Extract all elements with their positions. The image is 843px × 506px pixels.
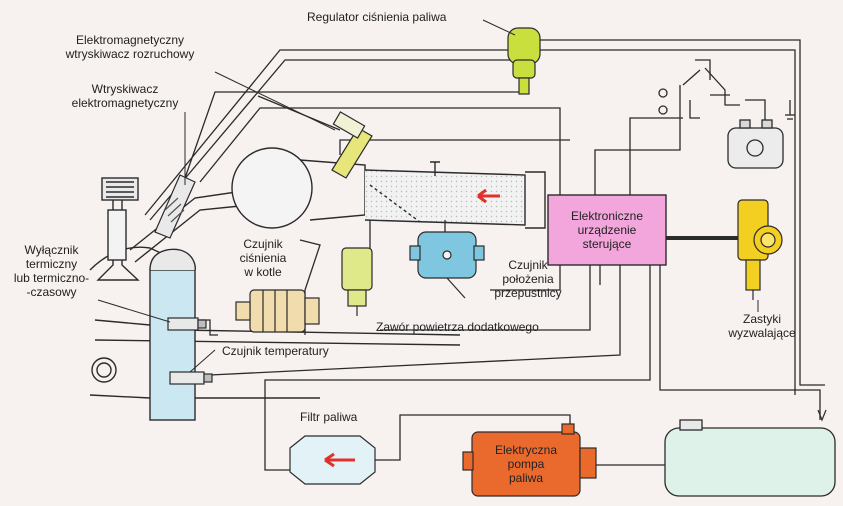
label-ecu: Elektroniczne urządzenie sterujące bbox=[570, 209, 644, 251]
ecu-box bbox=[547, 194, 667, 266]
regulator-leader bbox=[482, 19, 516, 36]
label-throttle-position-sensor: Czujnik położenia przepustnicy bbox=[494, 258, 562, 300]
throttle-body bbox=[364, 169, 526, 226]
temp-sensor-leader bbox=[189, 349, 216, 373]
cold-start-injector bbox=[331, 111, 373, 179]
tank-return-arrow bbox=[817, 409, 827, 422]
label-thermo-time-switch: Wyłącznik termiczny lub termiczno- -czas… bbox=[13, 243, 90, 299]
intake-manifold bbox=[231, 147, 546, 229]
plenum-chamber bbox=[231, 147, 313, 229]
solenoid-injector bbox=[154, 174, 196, 239]
throttle-position-sensor bbox=[409, 231, 485, 299]
switch-leader bbox=[97, 299, 171, 323]
label-temperature-sensor: Czujnik temperatury bbox=[222, 344, 329, 358]
air-flow-arrow bbox=[477, 188, 500, 204]
label-auxiliary-air-valve: Zawór powietrza dodatkowego bbox=[376, 320, 539, 334]
label-trigger-contacts: Zastyki wyzwalające bbox=[728, 312, 796, 340]
pulley bbox=[91, 357, 117, 383]
fuel-pressure-regulator bbox=[507, 27, 541, 95]
trigger-contacts bbox=[737, 199, 783, 300]
temperature-sensor bbox=[169, 371, 213, 385]
coolant-jacket bbox=[149, 269, 196, 421]
thermo-time-switch bbox=[167, 317, 207, 331]
intake-valve bbox=[96, 177, 140, 281]
electric-fuel-pump bbox=[462, 423, 597, 497]
relay-and-battery bbox=[658, 59, 784, 169]
label-fuel-filter: Filtr paliwa bbox=[300, 410, 358, 424]
fuel-tank bbox=[664, 419, 836, 497]
label-boiler-pressure-sensor: Czujnik ciśnienia w kotle bbox=[239, 237, 287, 279]
label-fuel-pressure-regulator: Regulator ciśnienia paliwa bbox=[307, 10, 447, 24]
battery bbox=[727, 127, 784, 169]
label-solenoid-injector: Wtryskiwacz elektromagnetyczny bbox=[71, 82, 179, 110]
auxiliary-air-valve bbox=[341, 247, 373, 316]
boiler-pressure-sensor bbox=[235, 289, 320, 333]
cold-start-leader bbox=[214, 71, 336, 131]
label-electric-fuel-pump: Elektryczna pompa paliwa bbox=[494, 443, 558, 485]
fuel-filter bbox=[289, 435, 376, 485]
label-cold-start-injector: Elektromagnetyczny wtryskiwacz rozruchow… bbox=[65, 33, 195, 61]
